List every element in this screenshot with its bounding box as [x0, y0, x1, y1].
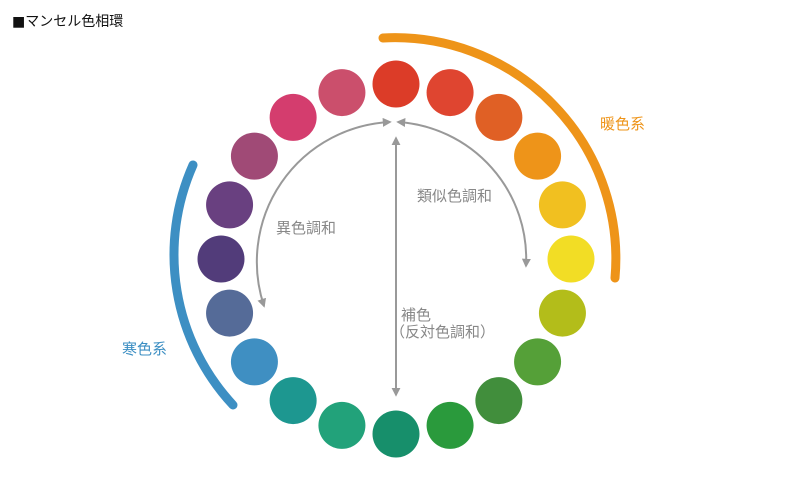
warm-arc [378, 33, 621, 283]
complementary-label: 補色 [401, 306, 432, 324]
hue-swatch [197, 235, 245, 283]
hue-swatch [230, 338, 278, 386]
hue-swatch [269, 93, 317, 141]
hue-swatch [538, 181, 586, 229]
hue-swatch [475, 377, 523, 425]
analogous-label: 類似色調和 [417, 187, 493, 205]
hue-swatch [426, 69, 474, 117]
warm-label: 暖色系 [600, 115, 646, 133]
cool-arc [169, 160, 238, 410]
hue-swatch [475, 93, 523, 141]
hue-swatch [318, 69, 366, 117]
complementary-sublabel: （反対色調和） [390, 323, 496, 341]
hue-swatch [372, 60, 420, 108]
hue-swatch [538, 289, 586, 337]
hue-swatch [206, 181, 254, 229]
hue-swatch [318, 401, 366, 449]
hue-swatch [514, 132, 562, 180]
cool-label: 寒色系 [122, 340, 168, 358]
contrasting-label: 異色調和 [276, 219, 337, 237]
hue-swatch [269, 377, 317, 425]
hue-swatch [206, 289, 254, 337]
contrasting-arrow [255, 117, 392, 308]
hue-swatch [426, 401, 474, 449]
hue-swatch [514, 338, 562, 386]
hue-swatch [372, 410, 420, 458]
analogous-arrow [396, 117, 531, 268]
page-title: ■マンセル色相環 [12, 14, 124, 30]
hue-swatch [547, 235, 595, 283]
hue-swatch [230, 132, 278, 180]
